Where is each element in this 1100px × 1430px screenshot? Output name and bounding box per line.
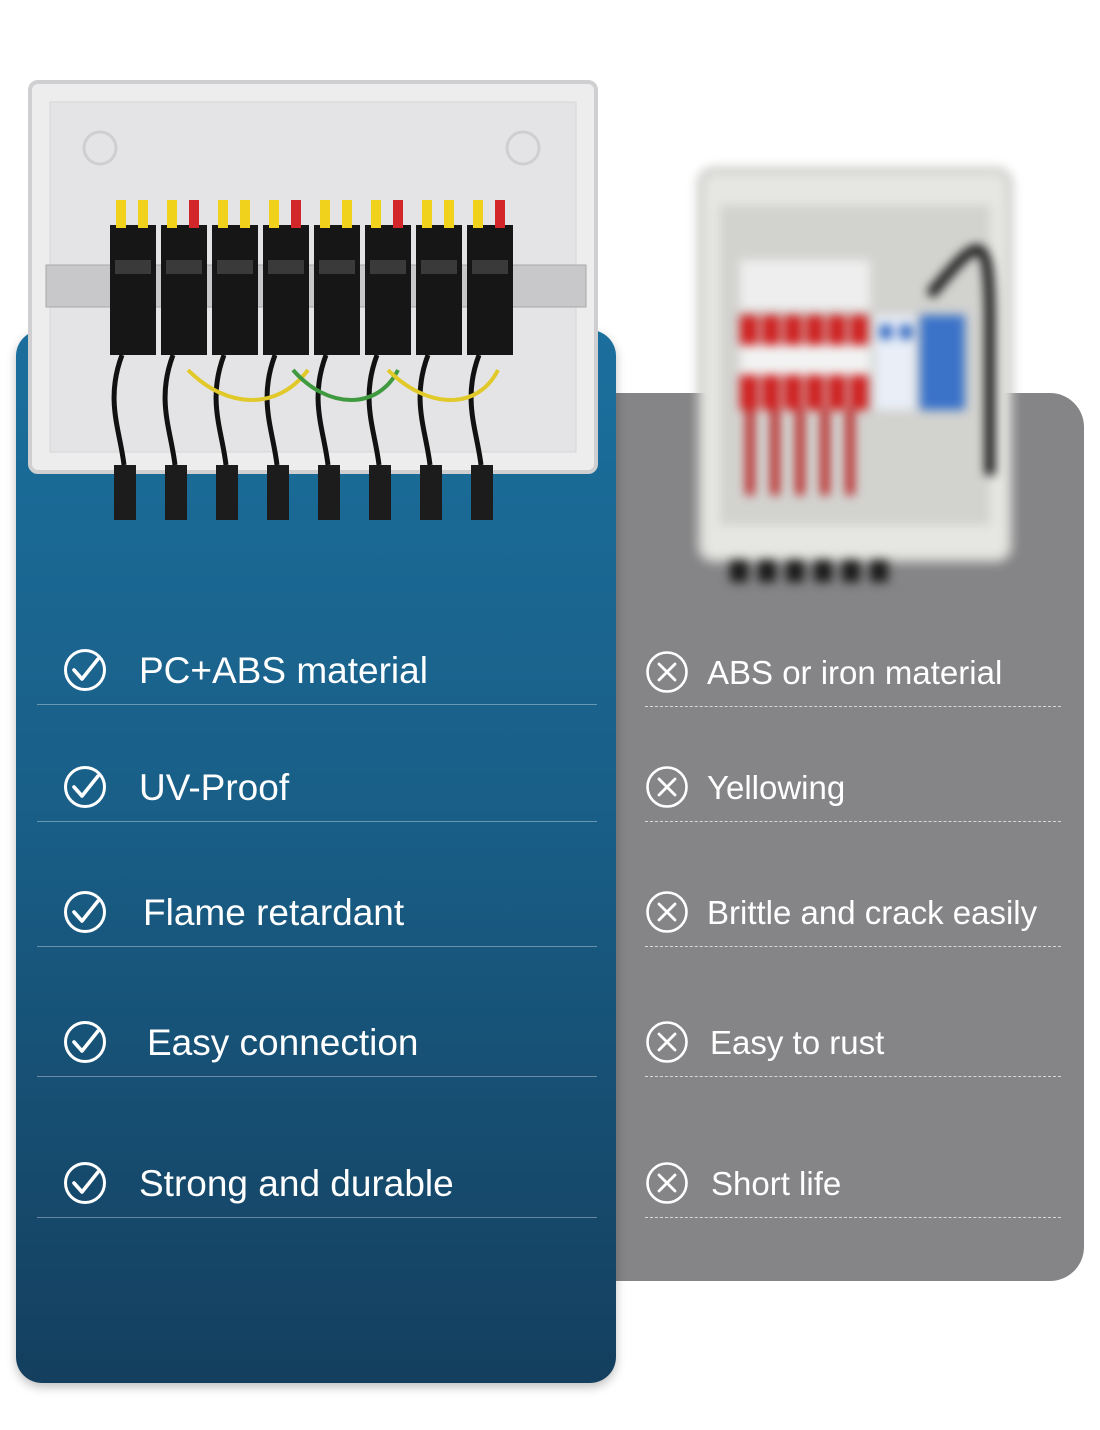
x-circle-icon: [646, 1021, 688, 1063]
drawback-label: Short life: [711, 1165, 842, 1202]
featured-product-image: [28, 80, 598, 520]
x-circle-icon: [646, 651, 688, 693]
feature-label: Easy connection: [147, 1022, 419, 1063]
row-divider: [37, 821, 597, 822]
drawback-label: ABS or iron material: [707, 654, 1003, 691]
check-circle-icon: [64, 766, 106, 808]
row-divider: [37, 946, 597, 947]
check-circle-icon: [64, 649, 106, 691]
drawback-label: Easy to rust: [710, 1024, 885, 1061]
x-circle-icon: [646, 891, 688, 933]
row-divider: [37, 1076, 597, 1077]
drawback-label: Brittle and crack easily: [707, 894, 1038, 931]
competitor-product-image: [697, 167, 1013, 582]
check-circle-icon: [64, 1021, 106, 1063]
feature-label: Flame retardant: [143, 892, 405, 933]
row-divider: [37, 704, 597, 705]
row-divider: [645, 1076, 1061, 1077]
row-divider: [645, 821, 1061, 822]
drawback-label: Yellowing: [707, 769, 846, 806]
row-divider: [645, 946, 1061, 947]
feature-label: PC+ABS material: [139, 650, 428, 691]
x-circle-icon: [646, 1162, 688, 1204]
feature-label: UV-Proof: [139, 767, 290, 808]
check-circle-icon: [64, 1162, 106, 1204]
feature-label: Strong and durable: [139, 1163, 454, 1204]
row-divider: [645, 1217, 1061, 1218]
x-circle-icon: [646, 766, 688, 808]
row-divider: [37, 1217, 597, 1218]
check-circle-icon: [64, 891, 106, 933]
row-divider: [645, 706, 1061, 707]
